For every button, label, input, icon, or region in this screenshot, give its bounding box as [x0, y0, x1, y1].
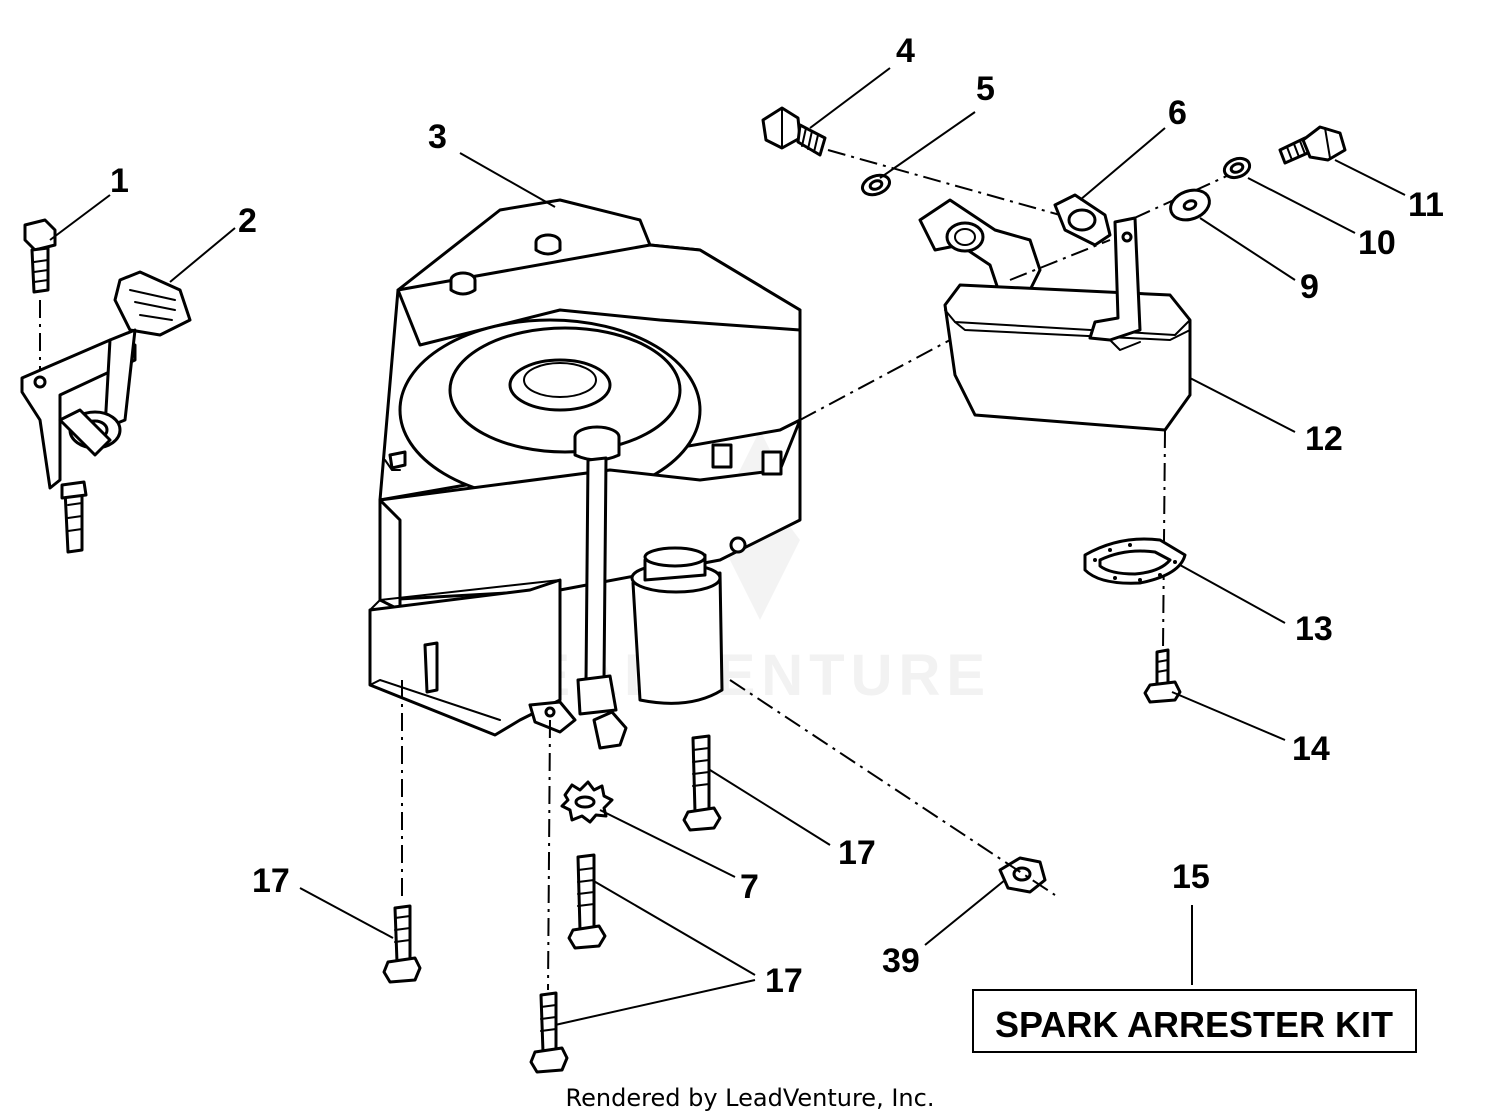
callout-17-a: 17 — [838, 834, 876, 872]
part-7-star-washer — [560, 780, 614, 824]
part-13-spark-screen — [1083, 537, 1187, 585]
callout-17-b: 17 — [252, 862, 290, 900]
part-4-bolt — [761, 106, 827, 157]
oil-filter — [630, 546, 724, 705]
callout-10: 10 — [1358, 224, 1396, 262]
part-17-bolt-b — [567, 853, 607, 950]
callout-13: 13 — [1295, 610, 1333, 648]
muffler-bracket-axis — [1009, 239, 1111, 281]
kit-label: SPARK ARRESTER KIT — [995, 1004, 1393, 1045]
callout-14: 14 — [1292, 730, 1330, 768]
watermark-text: LEADVENTURE — [490, 643, 991, 708]
callout-39: 39 — [882, 942, 920, 980]
muffler-axis — [799, 339, 951, 421]
callout-15: 15 — [1172, 858, 1210, 896]
callout-11: 11 — [1408, 186, 1444, 224]
dipstick — [528, 425, 628, 750]
leader-lines — [49, 67, 1406, 1026]
part-12-muffler — [943, 216, 1192, 432]
part-11-bolt — [1278, 125, 1347, 165]
part-6-gasket — [1053, 193, 1112, 247]
part-1-bolt — [23, 218, 57, 380]
part-9-washer — [1169, 188, 1211, 222]
muffler-vertical-axis — [1162, 429, 1166, 651]
part-2-throttle-control — [20, 270, 192, 554]
callout-5: 5 — [976, 70, 995, 108]
part-17-bolt-d — [529, 991, 569, 1074]
axis-nut — [729, 679, 1056, 896]
exhaust-axis — [827, 149, 1061, 216]
axis-bolt-d — [547, 719, 551, 991]
callout-6: 6 — [1168, 94, 1187, 132]
callout-4: 4 — [896, 32, 915, 70]
part-14-screw — [1143, 648, 1182, 704]
callout-12: 12 — [1305, 420, 1343, 458]
callout-7: 7 — [740, 868, 759, 906]
spark-arrester-kit-box: SPARK ARRESTER KIT — [972, 989, 1417, 1053]
exhaust-pipe — [918, 198, 1042, 297]
callout-17-c: 17 — [765, 962, 803, 1000]
callout-3: 3 — [428, 118, 447, 156]
callout-1: 1 — [110, 162, 129, 200]
part-17-bolt-a — [682, 734, 722, 832]
callout-9: 9 — [1300, 268, 1319, 306]
part-17-bolt-c — [382, 904, 422, 984]
callout-numbers: 1 2 3 4 5 6 7 9 10 11 12 13 14 15 17 17 … — [110, 32, 1444, 1000]
part-5-washer — [860, 173, 892, 197]
part-10-lock-washer — [1222, 156, 1252, 180]
callout-2: 2 — [238, 202, 257, 240]
bolt-axis — [1129, 169, 1241, 221]
footer-credit: Rendered by LeadVenture, Inc. — [566, 1084, 935, 1112]
